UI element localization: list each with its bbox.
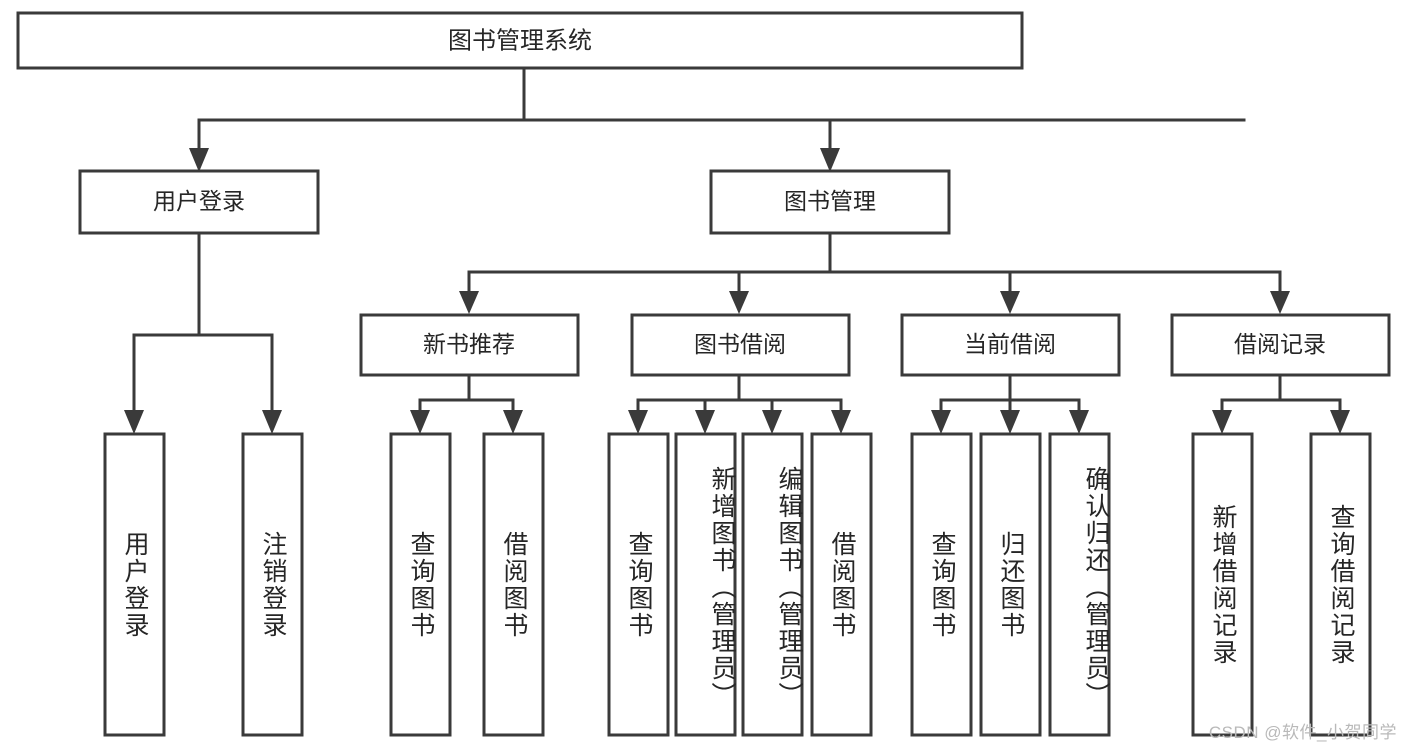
node-new-book-recommend[interactable]: 新书推荐 <box>359 313 580 377</box>
edge-current-borrow-children <box>939 373 1081 414</box>
node-borrow-record[interactable]: 借阅记录 <box>1170 313 1391 377</box>
node-new-book-recommend-label: 新书推荐 <box>423 331 515 357</box>
leaf-box-edit-book[interactable] <box>741 432 804 737</box>
edge-new-book-children <box>418 373 515 414</box>
node-user-login[interactable]: 用户登录 <box>78 169 320 235</box>
node-user-login-label: 用户登录 <box>153 188 245 214</box>
leaf-box-query-book-1[interactable] <box>389 432 452 737</box>
arrow-to-leaf-edit-book <box>762 410 782 434</box>
arrow-to-leaf-query-book-3 <box>931 410 951 434</box>
arrow-to-leaf-add-record <box>1212 410 1232 434</box>
leaf-box-return-book[interactable] <box>979 432 1042 737</box>
edge-book-borrow-children <box>636 373 843 414</box>
edge-book-manage-children <box>467 231 1282 294</box>
node-root-system[interactable]: 图书管理系统 <box>16 11 1024 70</box>
leaf-box-borrow-book-2[interactable] <box>810 432 873 737</box>
node-book-management[interactable]: 图书管理 <box>709 169 951 235</box>
arrow-to-leaf-query-record <box>1330 410 1350 434</box>
arrow-to-borrow-record <box>1270 291 1290 314</box>
node-root-label: 图书管理系统 <box>448 27 592 54</box>
leaf-box-add-record[interactable] <box>1191 432 1254 737</box>
node-current-borrow[interactable]: 当前借阅 <box>900 313 1121 377</box>
leaf-box-query-book-2[interactable] <box>607 432 670 737</box>
leaf-box-query-record[interactable] <box>1309 432 1372 737</box>
arrow-to-leaf-query-book-2 <box>628 410 648 434</box>
arrow-to-new-book <box>459 291 479 314</box>
edge-user-login-children <box>132 231 274 414</box>
node-book-borrow-label: 图书借阅 <box>694 331 786 357</box>
node-current-borrow-label: 当前借阅 <box>964 331 1056 357</box>
csdn-watermark: CSDN @软件_小贺同学 <box>1208 723 1397 742</box>
arrow-to-leaf-borrow-book-2 <box>831 410 851 434</box>
leaf-box-add-book[interactable] <box>674 432 737 737</box>
node-borrow-record-label: 借阅记录 <box>1234 331 1326 357</box>
leaf-box-user-login[interactable] <box>103 432 166 737</box>
arrow-to-leaf-add-book <box>695 410 715 434</box>
arrow-to-leaf-user-login <box>124 410 144 434</box>
arrow-to-user-login <box>189 148 209 172</box>
node-book-management-label: 图书管理 <box>784 188 876 214</box>
leaf-box-borrow-book-1[interactable] <box>482 432 545 737</box>
arrow-to-book-manage <box>820 148 840 172</box>
leaf-box-query-book-3[interactable] <box>910 432 973 737</box>
leaf-box-confirm-return[interactable] <box>1048 432 1111 737</box>
edge-borrow-record-children <box>1220 373 1342 414</box>
arrow-to-leaf-logout <box>262 410 282 434</box>
leaf-box-logout[interactable] <box>241 432 304 737</box>
arrow-to-leaf-confirm-return <box>1069 410 1089 434</box>
arrow-to-leaf-borrow-book-1 <box>503 410 523 434</box>
arrow-to-leaf-query-book-1 <box>410 410 430 434</box>
node-book-borrow[interactable]: 图书借阅 <box>630 313 851 377</box>
edge-root-to-bus <box>197 66 1246 152</box>
arrow-to-leaf-return-book <box>1000 410 1020 434</box>
arrow-to-current-borrow <box>1000 291 1020 314</box>
arrow-to-book-borrow <box>729 291 749 314</box>
